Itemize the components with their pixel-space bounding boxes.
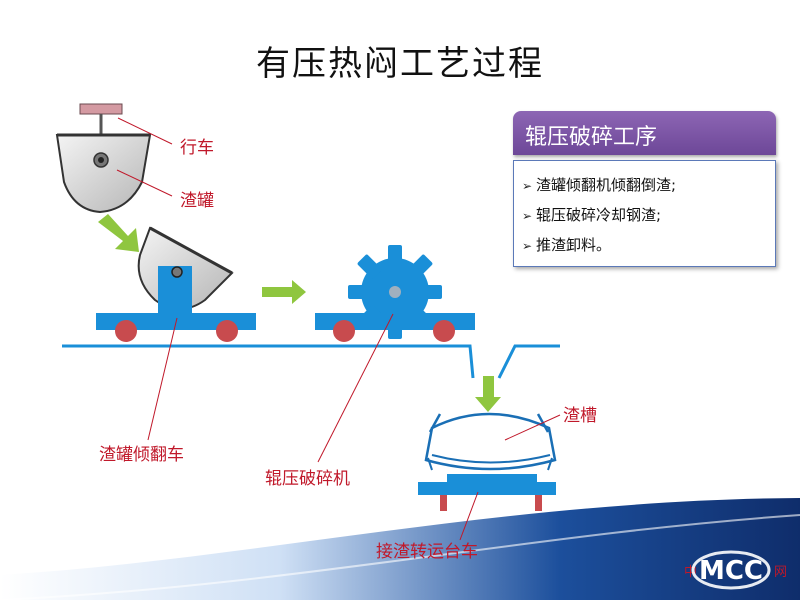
flow-arrow-1 — [98, 214, 139, 252]
bullet-arrow-icon: ➢ — [522, 239, 533, 253]
slag-pot — [55, 134, 152, 214]
panel-list: ➢渣罐倾翻机倾翻倒渣; ➢辊压破碎冷却钢渣; ➢推渣卸料。 — [513, 160, 776, 267]
label-crusher: 辊压破碎机 — [265, 469, 350, 489]
label-slag-pot: 渣罐 — [180, 191, 214, 211]
wheel — [115, 320, 137, 342]
label-crane: 行车 — [180, 138, 214, 158]
panel-header: 辊压破碎工序 — [513, 111, 776, 155]
watermark-right: 网 — [774, 565, 788, 580]
label-transfer-car: 接渣转运台车 — [376, 542, 478, 562]
crane-beam — [79, 103, 123, 115]
bullet-arrow-icon: ➢ — [522, 179, 533, 193]
car-leg — [440, 495, 447, 511]
mcc-logo: MCC — [691, 550, 771, 590]
rail-right — [497, 344, 560, 379]
label-trough: 渣槽 — [563, 406, 597, 426]
flow-arrow-3 — [475, 376, 501, 412]
car-leg — [535, 495, 542, 511]
panel-heading: 辊压破碎工序 — [525, 125, 658, 150]
list-item: ➢渣罐倾翻机倾翻倒渣; — [522, 171, 775, 201]
rail — [62, 344, 475, 379]
wheel — [333, 320, 355, 342]
footer-wave — [0, 498, 800, 600]
wheel — [216, 320, 238, 342]
flow-arrow-2 — [262, 280, 306, 304]
svg-text:MCC: MCC — [699, 556, 763, 586]
list-item: ➢辊压破碎冷却钢渣; — [522, 201, 775, 231]
slag-trough — [424, 412, 557, 471]
label-tilting-car: 渣罐倾翻车 — [99, 445, 184, 465]
page-title: 有压热闷工艺过程 — [256, 44, 544, 84]
wheel — [433, 320, 455, 342]
bullet-arrow-icon: ➢ — [522, 209, 533, 223]
transfer-car-deck — [418, 482, 556, 495]
list-item: ➢推渣卸料。 — [522, 231, 775, 261]
